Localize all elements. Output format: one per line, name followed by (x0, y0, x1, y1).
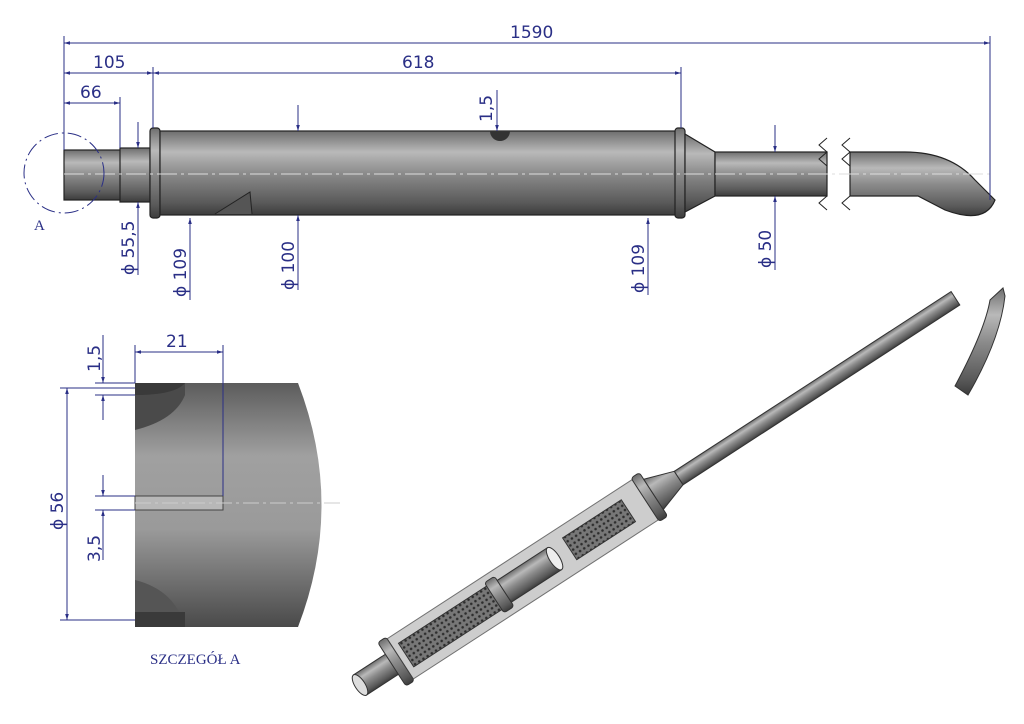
dim-hole-size: 1,5 (477, 95, 497, 122)
muffler-side-view (23, 127, 996, 219)
dim-wall-thickness: 1,5 (85, 345, 105, 372)
detail-marker-label: A (34, 218, 45, 234)
detail-circle (23, 132, 105, 214)
dim-body-length: 618 (402, 53, 434, 73)
dim-overall-length: 1590 (510, 23, 553, 43)
dimension-lines (63, 36, 991, 300)
dim-slot-width: 3,5 (85, 535, 105, 562)
dim-outlet-diameter: ϕ 50 (756, 230, 776, 268)
dim-stub-length: 66 (80, 83, 102, 103)
muffler-3d-render (351, 287, 1006, 696)
dim-inlet-length: 105 (93, 53, 125, 73)
detail-caption: SZCZEGÓŁ A (150, 651, 241, 668)
dim-outer-diameter: ϕ 56 (48, 492, 68, 530)
detail-a-view (134, 383, 340, 627)
detail-dimension-lines (60, 335, 224, 621)
dim-flange-left-diameter: ϕ 109 (171, 248, 191, 297)
dim-body-diameter: ϕ 100 (279, 241, 299, 290)
dim-slot-length: 21 (166, 332, 188, 352)
dim-inlet-diameter: ϕ 55,5 (119, 221, 139, 275)
dim-flange-right-diameter: ϕ 109 (629, 244, 649, 293)
